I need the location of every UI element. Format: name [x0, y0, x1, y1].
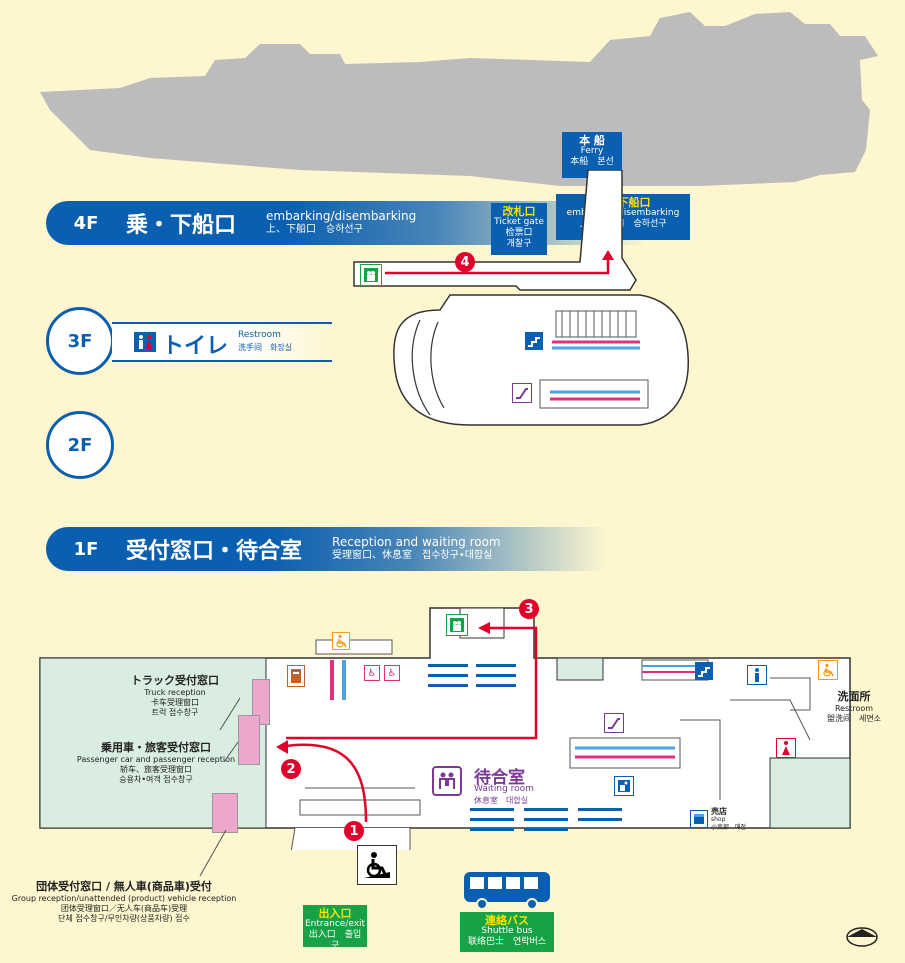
truck-reception-en: Truck reception — [144, 688, 206, 697]
waiting-room-en: Waiting room — [474, 784, 534, 794]
entrance-en: Entrance/exit — [305, 919, 366, 929]
pink-service-icon-2: ♿ — [384, 665, 400, 681]
group-reception-cn: 团体受理窗口／无人车(商品车)受理 — [60, 904, 188, 913]
restroom-1f-title: 洗面所 — [837, 690, 871, 703]
bus-icon — [462, 870, 552, 910]
floor-3f-circle: 3F — [46, 307, 114, 375]
compass-icon — [845, 925, 879, 949]
shuttle-sign: 連絡バス Shuttle bus 联络巴士 연락버스 — [460, 912, 554, 952]
shuttle-en: Shuttle bus — [481, 926, 533, 936]
entrance-sign: 出入口 Entrance/exit 出入口 출입구 — [303, 905, 367, 951]
passenger-reception-cn: 轿车、旅客受理窗口 — [120, 765, 192, 774]
floor-4f-sub: 上、下船口 승하선구 — [266, 224, 363, 235]
female-restroom-icon — [776, 738, 796, 758]
route-marker-1: 1 — [344, 821, 364, 841]
shop-icon — [690, 810, 708, 828]
shuttle-sub: 联络巴士 연락버스 — [467, 937, 547, 947]
escalator-icon — [512, 383, 532, 403]
upper-floor-plan — [353, 170, 689, 426]
escalator-1f-icon — [604, 713, 624, 733]
restroom-1f-en: Restroom — [834, 704, 874, 713]
passenger-reception-label: 乗用車・旅客受付窓口 Passenger car and passenger r… — [76, 741, 236, 785]
truck-reception-label: トラック受付窓口 Truck reception 卡车受理窗口 트럭 접수창구 — [110, 674, 240, 718]
accessible-restroom-icon — [818, 660, 838, 680]
ferry-title: 本 船 — [579, 134, 605, 147]
floor-4f-title: 乗・下船口 — [126, 213, 237, 238]
entrance-sub: 出入口 출입구 — [308, 930, 362, 951]
pink-service-icon: ♿ — [364, 665, 380, 681]
embark-box: 乗・下船口 embarking/disembarking 上、下船口 승하선구 — [556, 194, 690, 240]
shop-sub: 小卖部 매점 — [711, 824, 747, 831]
elevator-1f-icon — [446, 614, 468, 636]
ticket-gate-kr: 개찰구 — [506, 239, 532, 249]
group-reception-kr: 단체 접수창구/무인차량(상품차량) 접수 — [58, 914, 190, 923]
stairs-icon — [525, 332, 543, 350]
ferry-sub: 本船 본선 — [570, 157, 614, 167]
leader-lines — [199, 697, 241, 877]
shop-label: 売店 shop 小卖部 매점 — [711, 808, 751, 832]
floor-2f-circle: 2F — [46, 411, 114, 479]
restroom-1f-sub: 盥洗间 세면소 — [826, 714, 882, 723]
floor-1f-sub: 受理窗口、休息室 접수창구•대합실 — [332, 550, 493, 561]
restroom-icon — [134, 332, 156, 352]
waiting-room-icon — [432, 766, 462, 796]
floor-1f-en: Reception and waiting room — [332, 535, 501, 549]
floor-1f-band: 1F 受付窓口・待合室 Reception and waiting room 受… — [46, 527, 606, 571]
embark-sub: 上、下船口 승하선구 — [579, 219, 667, 229]
route-1f — [276, 622, 538, 823]
shuttle-title: 連絡バス — [485, 914, 529, 927]
group-reception-title: 団体受付窓口 / 無人車(商品車)受付 — [36, 880, 212, 893]
wheelchair-sign-icon — [357, 845, 397, 885]
embark-title: 乗・下船口 — [595, 196, 651, 209]
floor-4f-label: 4F — [73, 212, 99, 234]
ship-silhouette — [40, 12, 878, 186]
route-4f — [385, 250, 614, 275]
restroom-1f-label: 洗面所 Restroom 盥洗间 세면소 — [814, 690, 894, 724]
truck-reception-cn: 卡车受理窗口 — [151, 698, 199, 707]
truck-reception-title: トラック受付窓口 — [131, 674, 219, 687]
embark-en: embarking/disembarking — [566, 208, 680, 218]
info-desk-icon — [614, 776, 634, 796]
passenger-reception-en: Passenger car and passenger reception — [76, 755, 236, 764]
elevator-icon — [360, 264, 382, 286]
stairs-1f-icon — [695, 662, 713, 680]
floor-1f-label: 1F — [73, 538, 99, 560]
waiting-room-title: 待合室 — [474, 768, 525, 788]
truck-counter — [252, 679, 270, 725]
group-reception-label: 団体受付窓口 / 無人車(商品車)受付 Group reception/unat… — [4, 880, 244, 924]
floor-4f-en: embarking/disembarking — [266, 209, 417, 223]
ticket-gate-cn: 检票口 — [505, 228, 533, 238]
floor-3f-title: トイレ — [162, 334, 229, 359]
entrance-title: 出入口 — [318, 907, 352, 920]
route-marker-2: 2 — [281, 759, 301, 779]
male-restroom-icon — [747, 665, 767, 685]
passenger-counter — [238, 715, 260, 765]
ferry-en: Ferry — [580, 146, 604, 156]
ticket-gate-title: 改札口 — [502, 205, 536, 218]
ticket-gate-box: 改札口 Ticket gate 检票口 개찰구 — [491, 203, 547, 255]
accessible-icon — [332, 632, 350, 650]
group-reception-en: Group reception/unattended (product) veh… — [11, 894, 237, 903]
truck-reception-kr: 트럭 접수창구 — [151, 708, 199, 717]
floor-3f-en: Restroom — [238, 330, 281, 340]
ground-floor-plan — [39, 607, 851, 850]
ticket-gate-en: Ticket gate — [494, 217, 544, 227]
passenger-reception-title: 乗用車・旅客受付窓口 — [101, 741, 211, 754]
route-marker-4: 4 — [455, 252, 475, 272]
floor-3f-sub: 洗手间 화장실 — [238, 343, 293, 352]
waiting-room-sub: 休息室 대합실 — [474, 796, 529, 805]
floor-1f-title: 受付窓口・待合室 — [126, 539, 303, 564]
shop-en: shop — [711, 816, 726, 823]
passenger-reception-kr: 승용차•여객 접수창구 — [119, 775, 193, 784]
shop-title: 売店 — [711, 807, 727, 816]
locker-icon — [287, 665, 305, 687]
route-marker-3: 3 — [519, 599, 539, 619]
